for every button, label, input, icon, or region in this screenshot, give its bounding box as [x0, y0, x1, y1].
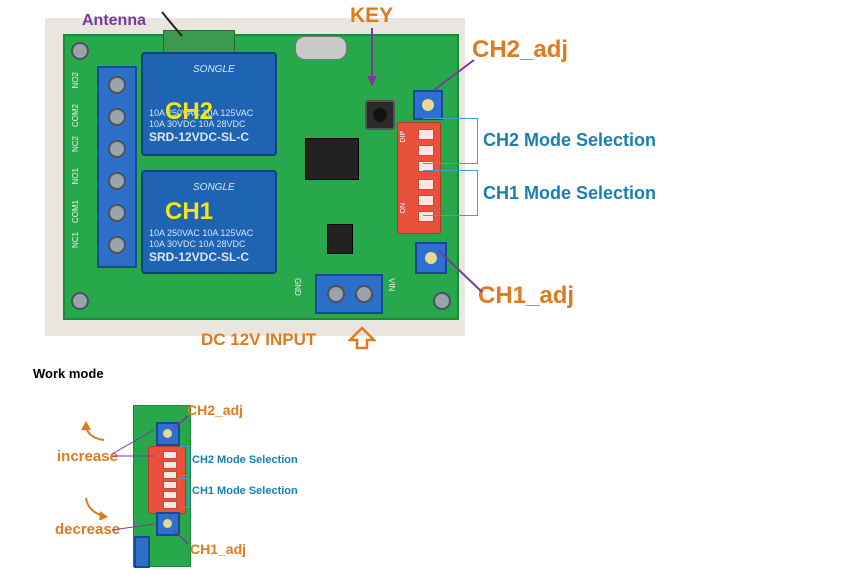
relay-terminal-block	[97, 66, 137, 268]
pcb: NO2 COM2 NC2 NO1 COM1 NC1 SONGLE 10A 250…	[63, 30, 459, 320]
dip-switch-2[interactable]	[163, 461, 177, 469]
ch2-adj-arrow	[433, 59, 475, 91]
ch2-adj-pot[interactable]	[413, 90, 443, 120]
terminal-screw	[327, 285, 345, 303]
terminal-screw	[108, 204, 126, 222]
ch2-mode-bracket-small	[180, 446, 189, 476]
ic-chip	[305, 138, 359, 180]
ch1-mode-bracket-small	[180, 478, 189, 508]
ch2-mode-bracket	[423, 118, 478, 164]
antenna-wire	[161, 11, 183, 37]
ch2-adj-arrow-small	[173, 415, 189, 429]
relay-brand: SONGLE	[193, 182, 235, 193]
power-terminal-small	[134, 536, 150, 568]
dip-switch-3[interactable]	[418, 161, 434, 172]
relay-model: SRD-12VDC-SL-C	[149, 130, 250, 144]
pin-label: NC2	[71, 136, 80, 153]
power-pin-label-gnd: GND	[293, 278, 302, 296]
pin-label: COM2	[71, 104, 80, 128]
dip-label: DIP	[400, 131, 407, 143]
dip-switch-4[interactable]	[163, 481, 177, 489]
ch2-mode-label: CH2 Mode Selection	[483, 130, 657, 150]
mount-screw	[71, 42, 89, 60]
key-cap[interactable]	[373, 108, 387, 122]
ch1-adj-pot[interactable]	[415, 242, 447, 274]
pin-label: NC1	[71, 232, 80, 249]
ch1-mode-label-small: CH1 Mode Selection	[192, 485, 298, 497]
power-pin-label-vin: VIN	[387, 278, 396, 292]
relay-ch2: SONGLE 10A 250VAC 10A 125VAC 10A 30VDC 1…	[141, 52, 277, 156]
increase-arrow-icon	[81, 421, 105, 441]
decrease-pointer-lines	[111, 523, 155, 531]
ch2-adj-label-small: CH2_adj	[187, 402, 244, 418]
terminal-screw	[108, 172, 126, 190]
dip-switch-5[interactable]	[163, 491, 177, 499]
ch1-mode-bracket	[423, 170, 478, 216]
dip-switch-4[interactable]	[418, 179, 434, 190]
up-arrow-icon	[348, 326, 376, 350]
relay-brand: SONGLE	[193, 64, 235, 75]
pin-label: NO1	[71, 168, 80, 185]
dip-switch-5[interactable]	[418, 195, 434, 206]
power-terminal-block	[315, 274, 383, 314]
mount-screw	[71, 292, 89, 310]
pot-screw-icon	[163, 429, 172, 438]
pot-screw-icon	[163, 519, 172, 528]
increase-pointer-lines	[111, 429, 155, 457]
work-mode-board-photo	[133, 405, 191, 568]
relay-model: SRD-12VDC-SL-C	[149, 250, 250, 264]
ch1-adj-arrow-small	[173, 529, 189, 545]
dip-switch-6[interactable]	[418, 211, 434, 222]
ch1-adj-arrow	[437, 249, 483, 293]
pin-label: NO2	[71, 72, 80, 89]
dip-on-label: ON	[400, 203, 407, 214]
crystal	[295, 36, 347, 60]
terminal-screw	[108, 108, 126, 126]
dip-switch[interactable]: DIP ON	[397, 122, 441, 234]
ch1-adj-label: CH1_adj	[478, 282, 575, 309]
ch2-mode-label-small: CH2 Mode Selection	[192, 454, 298, 466]
antenna-module	[163, 30, 235, 54]
key-label: KEY	[350, 4, 394, 27]
relay-ch1: SONGLE 10A 250VAC 10A 125VAC 10A 30VDC 1…	[141, 170, 277, 274]
relay-rating: 10A 250VAC 10A 125VAC	[149, 228, 254, 238]
relay-rating: 10A 30VDC 10A 28VDC	[149, 119, 246, 129]
dip-switch-1[interactable]	[163, 451, 177, 459]
relay-rating: 10A 30VDC 10A 28VDC	[149, 239, 246, 249]
antenna-label: Antenna	[82, 12, 146, 29]
terminal-screw	[108, 76, 126, 94]
pin-label: COM1	[71, 200, 80, 224]
work-mode-heading: Work mode	[33, 366, 104, 381]
ch2-adj-label: CH2_adj	[472, 36, 569, 63]
decrease-arrow-icon	[85, 497, 108, 520]
pot-screw-icon	[425, 252, 437, 264]
increase-label: increase	[57, 448, 118, 465]
decrease-label: decrease	[55, 521, 121, 538]
dip-switch-3[interactable]	[163, 471, 177, 479]
terminal-pin-labels: NO2 COM2 NC2 NO1 COM1 NC1	[71, 72, 91, 268]
terminal-screw	[355, 285, 373, 303]
relay-rating: 10A 250VAC 10A 125VAC	[149, 108, 254, 118]
dip-switch-small[interactable]	[148, 446, 186, 514]
dip-switch-1[interactable]	[418, 129, 434, 140]
dip-switch-6[interactable]	[163, 501, 177, 509]
mount-screw	[433, 292, 451, 310]
terminal-screw	[108, 236, 126, 254]
dc-input-label: DC 12V INPUT	[201, 330, 317, 349]
pot-screw-icon	[422, 99, 434, 111]
key-button[interactable]	[365, 100, 395, 130]
regulator	[327, 224, 353, 254]
ch2-label: CH2	[165, 98, 214, 125]
dip-switch-2[interactable]	[418, 145, 434, 156]
ch1-mode-label: CH1 Mode Selection	[483, 183, 657, 203]
ch1-adj-label-small: CH1_adj	[190, 541, 247, 557]
board-photo: NO2 COM2 NC2 NO1 COM1 NC1 SONGLE 10A 250…	[45, 18, 465, 336]
ch1-label: CH1	[165, 198, 214, 225]
terminal-screw	[108, 140, 126, 158]
ch2-adj-pot-small[interactable]	[156, 422, 180, 446]
key-arrow	[367, 28, 377, 86]
